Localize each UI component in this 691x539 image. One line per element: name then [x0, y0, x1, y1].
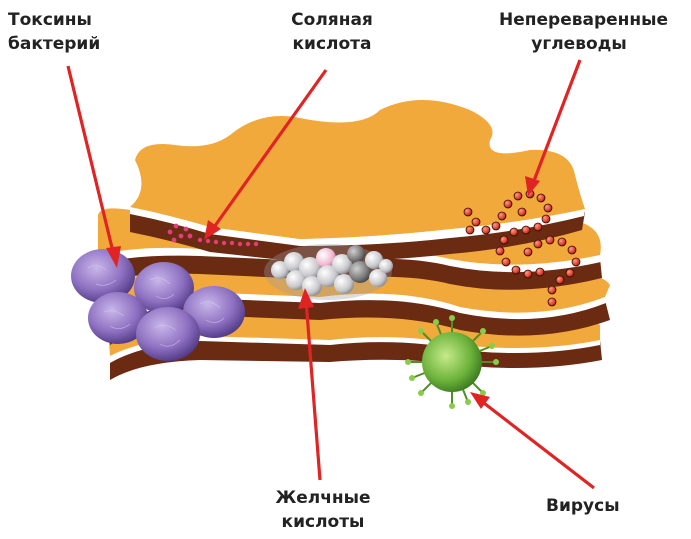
label-line: Токсины: [8, 8, 100, 32]
label-line: бактерий: [8, 32, 100, 56]
label-viruses: Вирусы: [546, 494, 620, 518]
virus-particle-icon: [405, 315, 499, 409]
label-undigested-carbohydrates: Непереваренные углеводы: [499, 8, 659, 56]
tissue-layer-top: [130, 100, 585, 262]
label-hydrochloric-acid: Соляная кислота: [282, 8, 382, 56]
label-line: кислота: [282, 32, 382, 56]
arrow-viruses: [470, 392, 594, 488]
label-line: Вирусы: [546, 494, 620, 518]
label-line: Желчные: [268, 486, 378, 510]
label-line: Соляная: [282, 8, 382, 32]
bile-acid-molecule-icon: [264, 244, 393, 300]
label-line: углеводы: [499, 32, 659, 56]
label-line: кислоты: [268, 510, 378, 534]
label-bile-acids: Желчные кислоты: [268, 486, 378, 534]
label-bacterial-toxins: Токсины бактерий: [8, 8, 100, 56]
label-line: Непереваренные: [499, 8, 659, 32]
